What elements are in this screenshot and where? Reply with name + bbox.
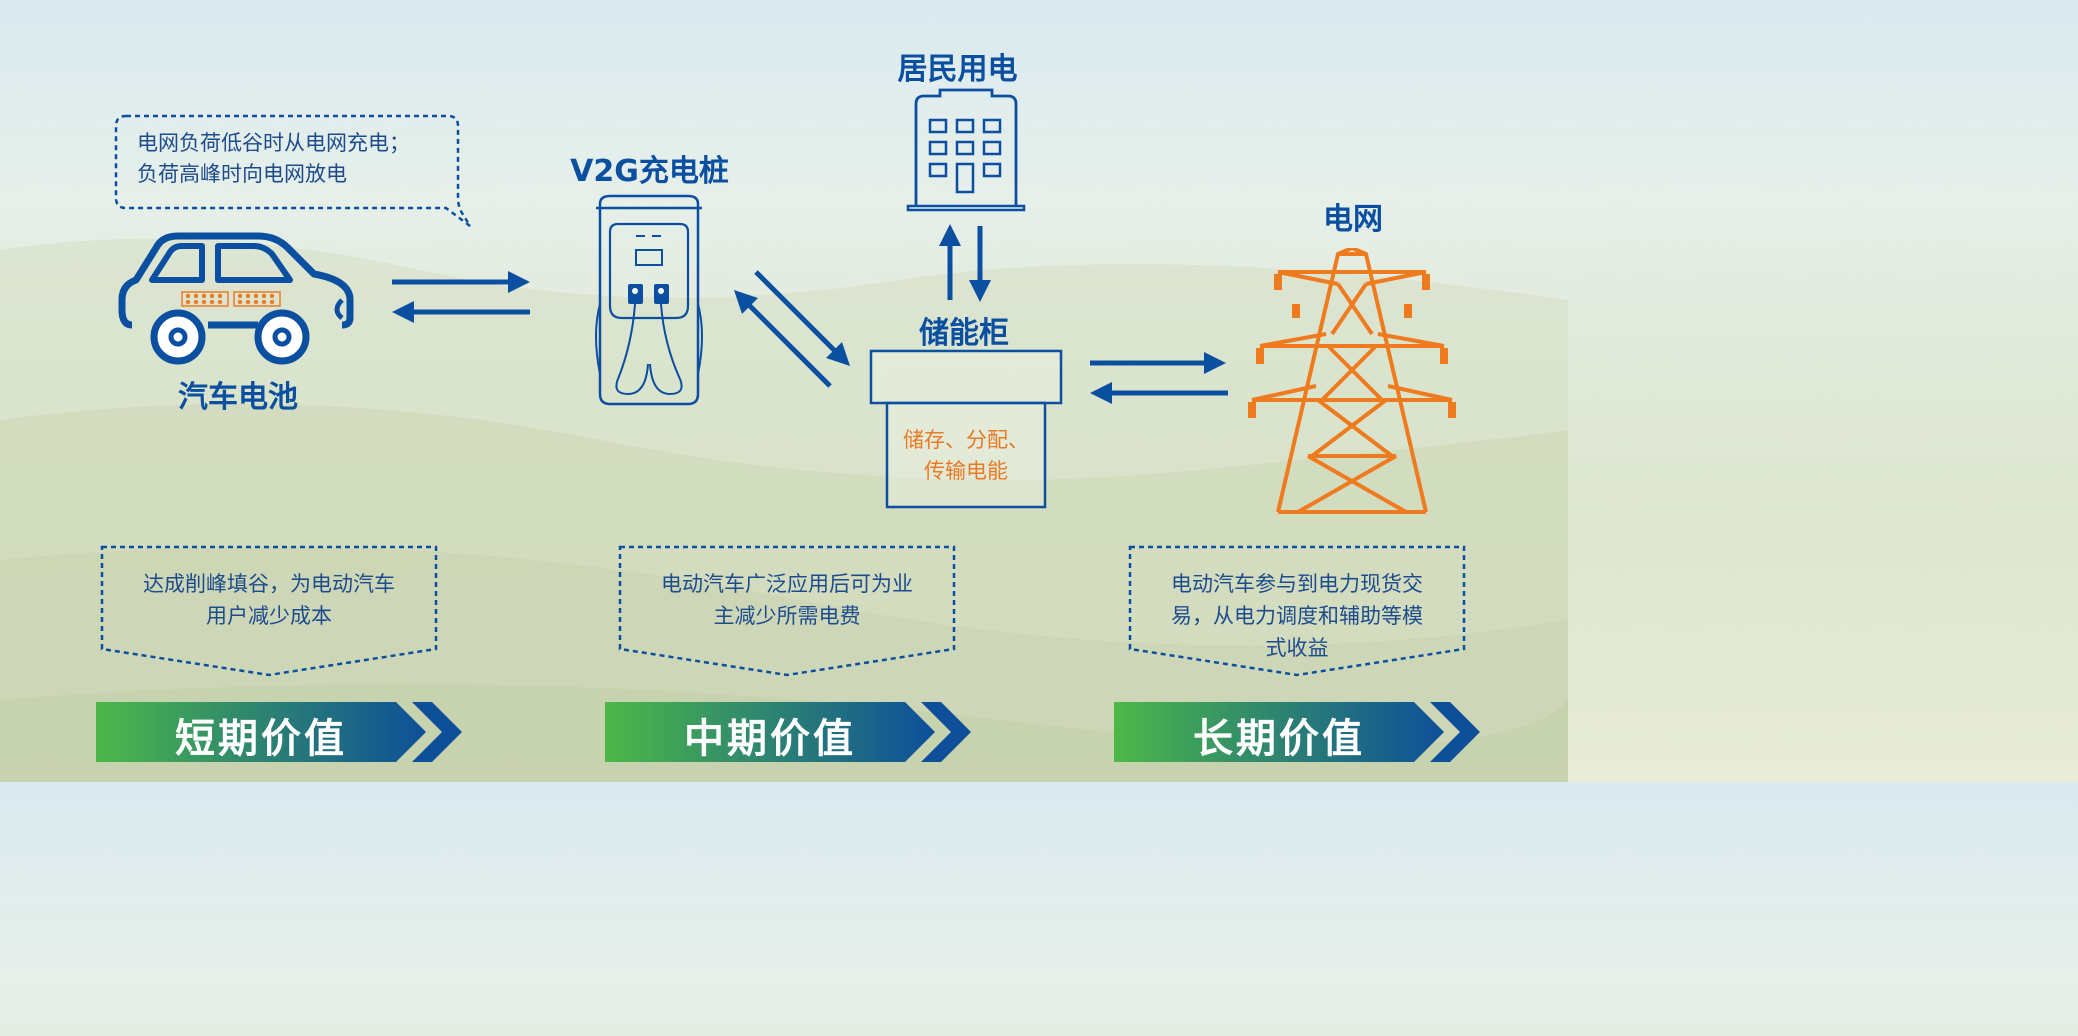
banner-long-shape bbox=[1114, 702, 1480, 762]
speech-bubble-text: 电网负荷低谷时从电网充电； 负荷高峰时向电网放电 bbox=[137, 128, 457, 190]
charger-label: V2G充电桩 bbox=[570, 154, 729, 189]
grid-label: 电网 bbox=[1323, 202, 1383, 237]
banner-mid-term: 中期价值 bbox=[684, 716, 856, 762]
car-battery-label: 汽车电池 bbox=[178, 380, 298, 415]
power-tower-icon bbox=[1248, 248, 1456, 514]
banner-short-shape bbox=[96, 702, 462, 762]
storage-line-1: 储存、分配、 bbox=[903, 428, 1029, 452]
battery-cells bbox=[181, 291, 281, 307]
banner-short-term: 短期价值 bbox=[175, 716, 347, 762]
benefit-mid-text: 电动汽车广泛应用后可为业 主减少所需电费 bbox=[628, 568, 946, 632]
storage-grid-arrows bbox=[1090, 352, 1228, 404]
car-icon bbox=[118, 232, 354, 365]
benefit-long-line-2: 易，从电力调度和辅助等模 bbox=[1171, 604, 1423, 628]
benefit-long-text: 电动汽车参与到电力现货交 易，从电力调度和辅助等模 式收益 bbox=[1138, 568, 1456, 664]
speech-line-2: 负荷高峰时向电网放电 bbox=[137, 162, 347, 186]
benefit-long-line-1: 电动汽车参与到电力现货交 bbox=[1171, 572, 1423, 596]
speech-line-1: 电网负荷低谷时从电网充电； bbox=[137, 131, 410, 155]
storage-label: 储能柜 bbox=[919, 316, 1009, 351]
charger-storage-arrows bbox=[734, 270, 850, 388]
storage-cabinet-icon bbox=[869, 349, 1063, 509]
benefit-long-line-3: 式收益 bbox=[1265, 636, 1329, 660]
storage-line-2: 传输电能 bbox=[924, 459, 1008, 483]
banner-long-term: 长期价值 bbox=[1193, 716, 1365, 762]
benefit-short-line-2: 用户减少成本 bbox=[206, 604, 332, 628]
benefit-mid-line-2: 主减少所需电费 bbox=[713, 604, 861, 628]
banner-mid-shape bbox=[605, 702, 971, 762]
residential-label: 居民用电 bbox=[897, 52, 1018, 87]
storage-description: 储存、分配、 传输电能 bbox=[888, 425, 1044, 487]
benefit-short-line-1: 达成削峰填谷，为电动汽车 bbox=[143, 572, 395, 596]
storage-residential-arrows bbox=[939, 224, 991, 302]
speech-bubble-frame bbox=[114, 114, 472, 227]
charger-icon bbox=[595, 194, 703, 406]
benefit-short-text: 达成削峰填谷，为电动汽车 用户减少成本 bbox=[110, 568, 428, 632]
benefit-mid-line-1: 电动汽车广泛应用后可为业 bbox=[661, 572, 913, 596]
car-charger-arrows bbox=[392, 271, 530, 323]
building-icon bbox=[906, 88, 1026, 212]
